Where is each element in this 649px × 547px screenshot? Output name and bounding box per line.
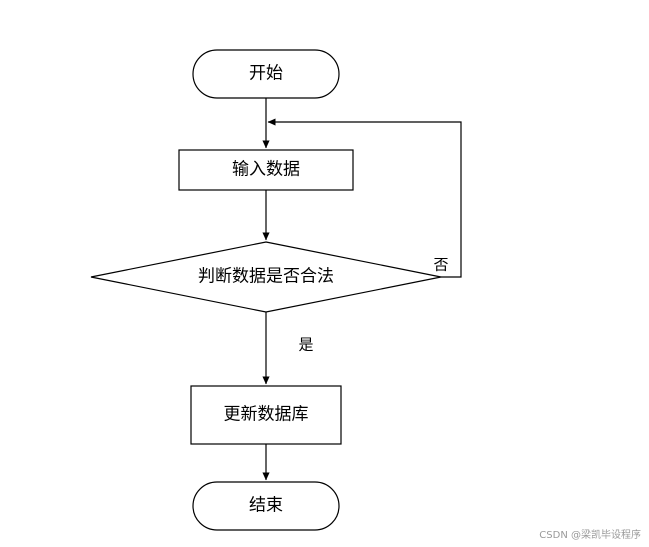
node-update-shape [190, 385, 342, 445]
edge-label-no: 否 [433, 255, 449, 274]
edge-label-yes: 是 [298, 335, 314, 354]
node-update-label: 更新数据库 [223, 404, 309, 425]
watermark-text: CSDN @梁凯毕设程序 [539, 530, 641, 541]
edge-decision-to-input-no [267, 118, 462, 278]
node-end-label: 结束 [249, 495, 283, 516]
node-end-shape [192, 481, 340, 531]
node-start-label: 开始 [249, 63, 283, 84]
node-decision-label: 判断数据是否合法 [198, 266, 334, 287]
node-input-shape [178, 149, 354, 191]
node-input-label: 输入数据 [232, 159, 300, 180]
